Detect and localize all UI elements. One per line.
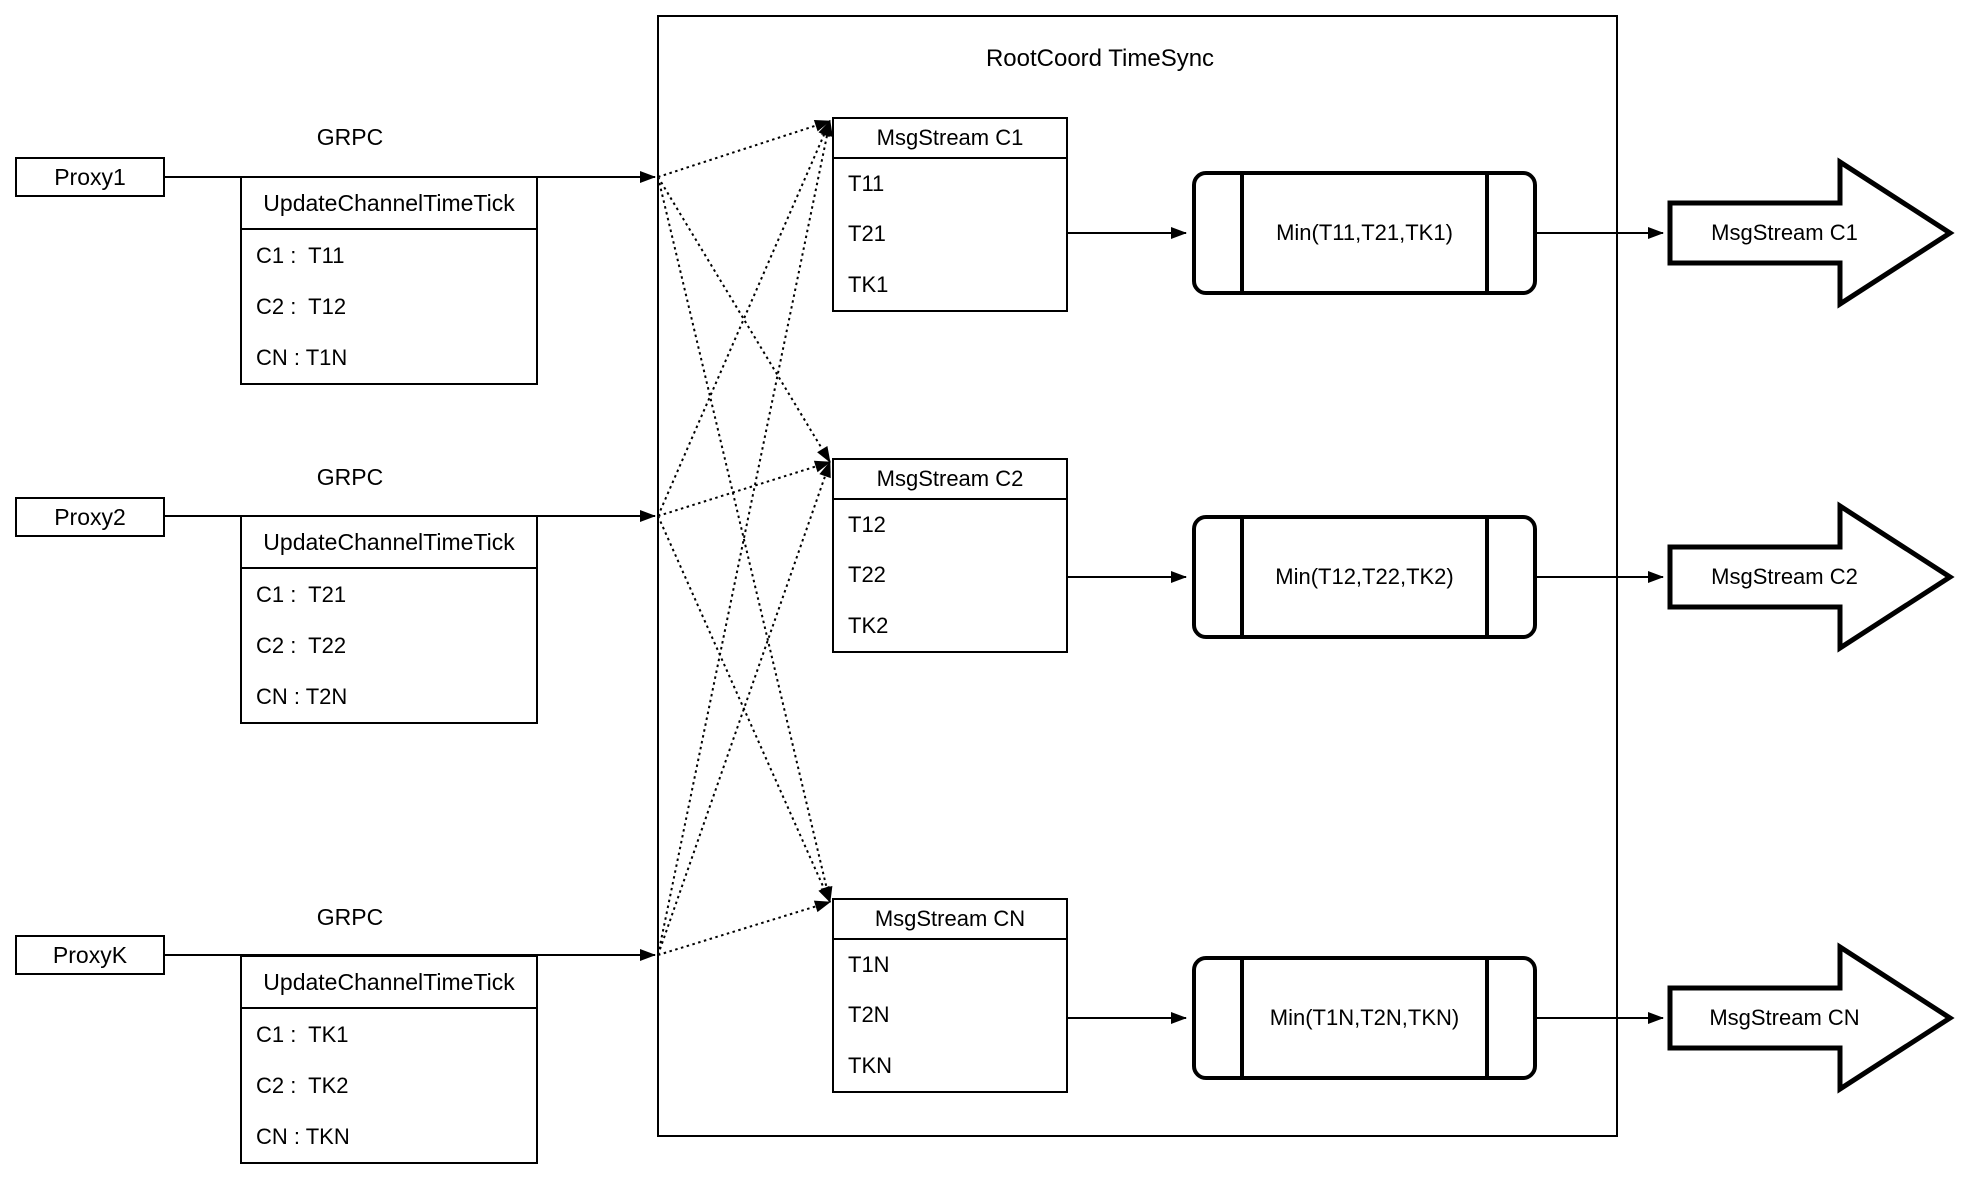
- table-row: C2 : TK2: [256, 1072, 349, 1098]
- rootcoord-title: RootCoord TimeSync: [985, 45, 1215, 72]
- min-label: Min(T1N,T2N,TKN): [1269, 1005, 1460, 1030]
- table-row: CN : T2N: [256, 683, 348, 709]
- min-box-c2: Min(T12,T22,TK2): [1192, 515, 1537, 639]
- table-row: C1 : TK1: [256, 1021, 349, 1047]
- min-label: Min(T12,T22,TK2): [1275, 564, 1454, 589]
- table-row: C2 : T22: [256, 632, 347, 658]
- output-arrow-c2: [1667, 501, 1955, 653]
- grpc-label-3: GRPC: [316, 904, 384, 930]
- min-box-cn: Min(T1N,T2N,TKN): [1192, 956, 1537, 1080]
- output-arrow-c1: [1667, 157, 1955, 309]
- msgstream-table-c2: MsgStream C2 T12 T22 TK2: [832, 458, 1068, 653]
- grpc-label-1: GRPC: [316, 124, 384, 150]
- table-header: UpdateChannelTimeTick: [242, 178, 536, 230]
- table-row: T12: [848, 512, 886, 538]
- table-header: UpdateChannelTimeTick: [242, 957, 536, 1009]
- table-row: C2 : T12: [256, 293, 347, 319]
- fanout-dotted-arrow-j2-c2: [657, 460, 831, 517]
- msgstream-table-cn: MsgStream CN T1N T2N TKN: [832, 898, 1068, 1093]
- update-channel-timetick-table-1: UpdateChannelTimeTick C1 : T11 C2 : T12 …: [240, 176, 538, 385]
- output-arrow-label-c2: MsgStream C2: [1711, 564, 1858, 589]
- min-box-divider: [1485, 519, 1489, 635]
- msgstream-table-c1: MsgStream C1 T11 T21 TK1: [832, 117, 1068, 312]
- min-box-divider: [1485, 175, 1489, 291]
- proxyk-box: ProxyK: [15, 935, 165, 975]
- fanout-dotted-arrow-j1-c1: [657, 119, 831, 178]
- min-box-divider: [1240, 960, 1244, 1076]
- output-arrow-label-c1: MsgStream C1: [1711, 220, 1858, 245]
- fanout-dotted-arrow-j3-c1: [657, 120, 833, 956]
- table-row: T2N: [848, 1002, 890, 1028]
- update-channel-timetick-table-2: UpdateChannelTimeTick C1 : T21 C2 : T22 …: [240, 515, 538, 724]
- table-row: C1 : T21: [256, 581, 347, 607]
- output-arrow-cn: [1667, 942, 1955, 1094]
- proxy2-box: Proxy2: [15, 497, 165, 537]
- table-row: TKN: [848, 1052, 892, 1078]
- table-row: T11: [848, 171, 885, 197]
- proxyk-label: ProxyK: [52, 941, 128, 968]
- table-row: T22: [848, 562, 886, 588]
- table-header: MsgStream CN: [834, 900, 1066, 940]
- table-row: T1N: [848, 952, 890, 978]
- output-arrow-label-cn: MsgStream CN: [1709, 1005, 1860, 1030]
- min-box-divider: [1485, 960, 1489, 1076]
- proxy2-label: Proxy2: [54, 503, 126, 530]
- table-row: T21: [848, 221, 886, 247]
- min-box-divider: [1240, 519, 1244, 635]
- fanout-dotted-arrow-j3-cn: [657, 900, 831, 956]
- min-box-c1: Min(T11,T21,TK1): [1192, 171, 1537, 295]
- proxy1-box: Proxy1: [15, 157, 165, 197]
- table-row: CN : T1N: [256, 344, 348, 370]
- table-row: CN : TKN: [256, 1123, 350, 1149]
- table-header: MsgStream C1: [834, 119, 1066, 159]
- min-box-divider: [1240, 175, 1244, 291]
- table-header: UpdateChannelTimeTick: [242, 517, 536, 569]
- update-channel-timetick-table-3: UpdateChannelTimeTick C1 : TK1 C2 : TK2 …: [240, 955, 538, 1164]
- fanout-dotted-arrow-j2-cn: [657, 515, 831, 903]
- fanout-dotted-arrow-j1-c2: [657, 176, 831, 463]
- table-row: TK1: [848, 271, 889, 297]
- table-header: MsgStream C2: [834, 460, 1066, 500]
- table-row: TK2: [848, 612, 889, 638]
- grpc-label-2: GRPC: [316, 464, 384, 490]
- min-label: Min(T11,T21,TK1): [1276, 220, 1453, 245]
- fanout-dotted-arrow-j2-c1: [657, 120, 831, 517]
- proxy1-label: Proxy1: [54, 163, 126, 190]
- fanout-dotted-arrow-j1-cn: [657, 176, 833, 903]
- table-row: C1 : T11: [256, 242, 345, 268]
